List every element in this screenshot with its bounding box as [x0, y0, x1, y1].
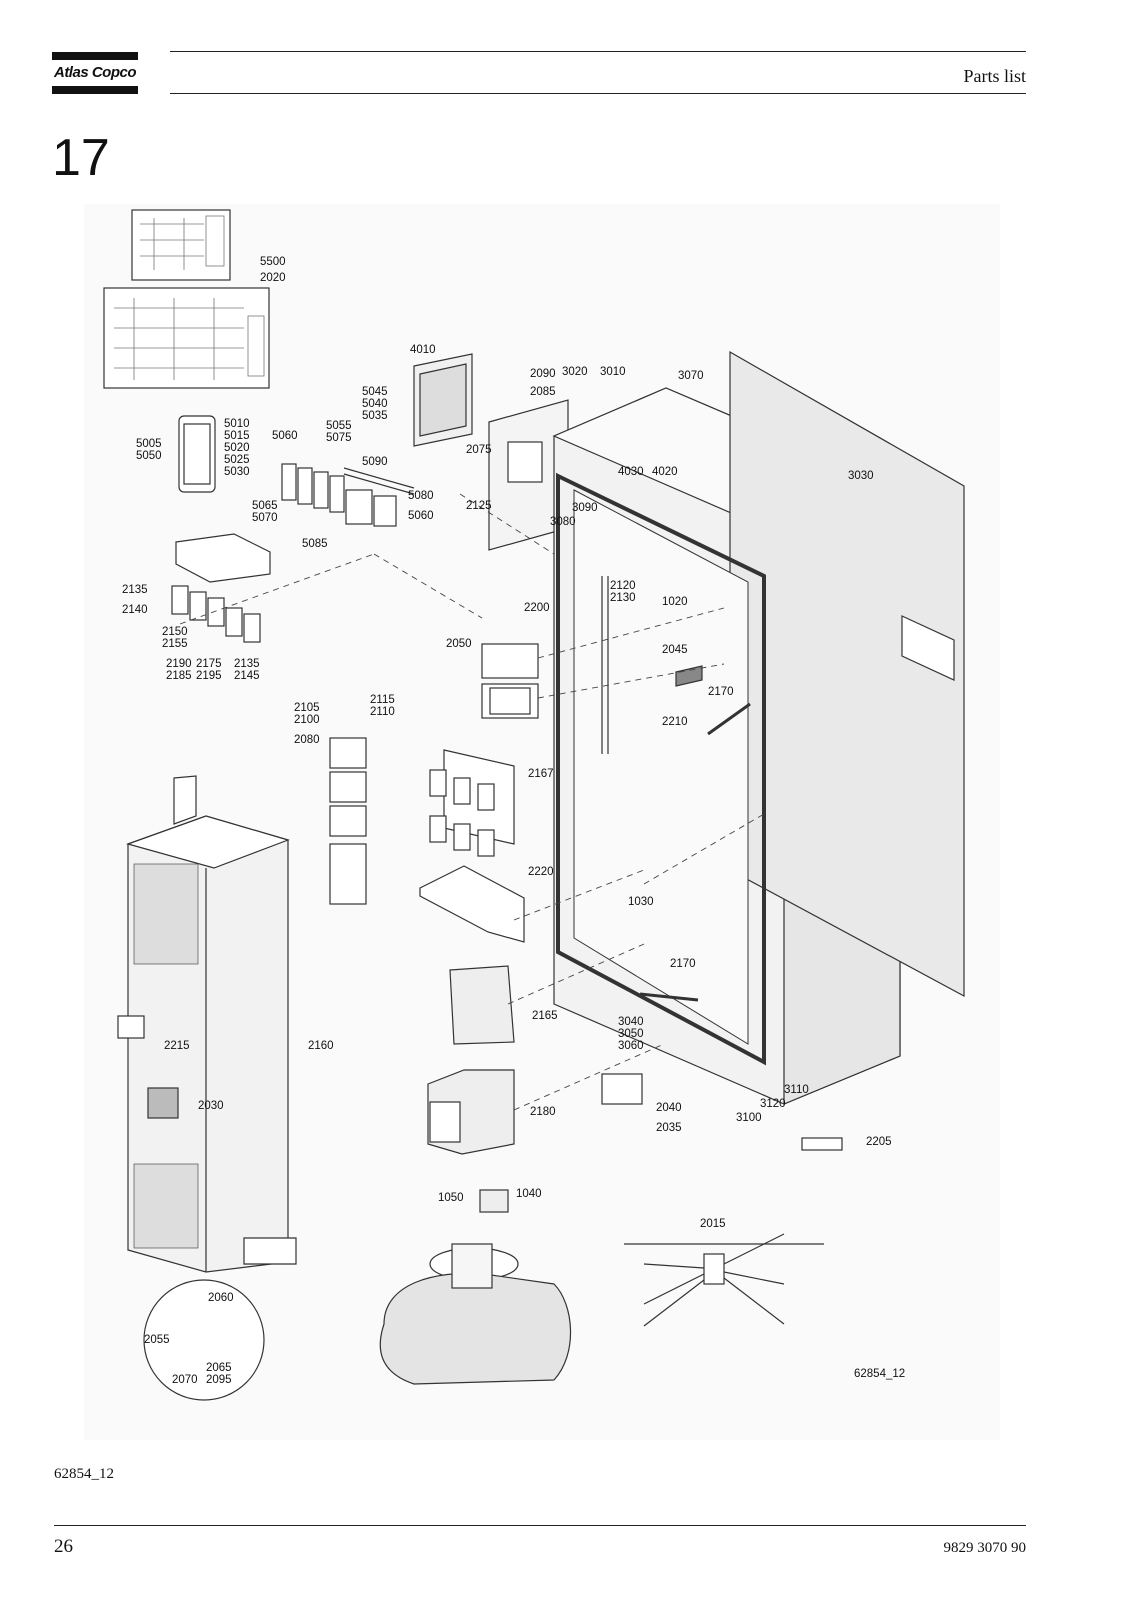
- callout-2125: 2125: [466, 500, 492, 512]
- callout-2175-2195: 2175 2195: [196, 658, 222, 682]
- callout-2030: 2030: [198, 1100, 224, 1112]
- callout-3100: 3100: [736, 1112, 762, 1124]
- callout-3020: 3020: [562, 366, 588, 378]
- callout-5060-top: 5060: [272, 430, 298, 442]
- callout-2180: 2180: [530, 1106, 556, 1118]
- section-title: Parts list: [963, 66, 1026, 86]
- callout-2150-2155: 2150 2155: [162, 626, 188, 650]
- callout-4020: 4020: [652, 466, 678, 478]
- callout-2140: 2140: [122, 604, 148, 616]
- callout-5090: 5090: [362, 456, 388, 468]
- callout-2200: 2200: [524, 602, 550, 614]
- brand-name: Atlas Copco: [53, 64, 137, 81]
- callout-2165: 2165: [532, 1010, 558, 1022]
- callout-5055-5075: 5055 5075: [326, 420, 352, 444]
- callout-5045-5040-5035: 5045 5040 5035: [362, 386, 388, 422]
- callout-2090: 2090: [530, 368, 556, 380]
- callout-2205: 2205: [866, 1136, 892, 1148]
- callout-2220: 2220: [528, 866, 554, 878]
- callout-2135-top: 2135: [122, 584, 148, 596]
- callout-5085: 5085: [302, 538, 328, 550]
- page-number: 26: [54, 1536, 73, 1557]
- callout-3010: 3010: [600, 366, 626, 378]
- figure-reference: 62854_12: [54, 1466, 114, 1482]
- document-number: 9829 3070 90: [943, 1540, 1027, 1556]
- callout-3070: 3070: [678, 370, 704, 382]
- callout-2080: 2080: [294, 734, 320, 746]
- callout-3110: 3110: [784, 1084, 809, 1096]
- callout-2055: 2055: [144, 1334, 170, 1346]
- callout-5060-bottom: 5060: [408, 510, 434, 522]
- callout-2120-2130: 2120 2130: [610, 580, 636, 604]
- callout-2015: 2015: [700, 1218, 726, 1230]
- callout-2215: 2215: [164, 1040, 190, 1052]
- callout-2060: 2060: [208, 1292, 234, 1304]
- callout-1030: 1030: [628, 896, 654, 908]
- callout-2105-2100: 2105 2100: [294, 702, 320, 726]
- callout-5005-5050: 5005 5050: [136, 438, 162, 462]
- figure-id-label: 62854_12: [854, 1368, 906, 1380]
- callout-1020: 1020: [662, 596, 688, 608]
- callout-2040: 2040: [656, 1102, 682, 1114]
- callout-2170-top: 2170: [708, 686, 734, 698]
- callout-2045: 2045: [662, 644, 688, 656]
- footer-rule: [54, 1525, 1026, 1526]
- callout-3090: 3090: [572, 502, 598, 514]
- exploded-parts-drawing: 5500 2020 4010 2090 3020 3010 3070 2085 …: [84, 204, 1000, 1440]
- header-rule-bottom: [170, 93, 1026, 94]
- callout-2085: 2085: [530, 386, 556, 398]
- callout-2020: 2020: [260, 272, 286, 284]
- callout-3040-3050-3060: 3040 3050 3060: [618, 1016, 644, 1052]
- callout-5080: 5080: [408, 490, 434, 502]
- callout-2167: 2167: [528, 768, 554, 780]
- callout-2035: 2035: [656, 1122, 682, 1134]
- callout-3080: 3080: [550, 516, 576, 528]
- callout-2050: 2050: [446, 638, 472, 650]
- chapter-number: 17: [52, 129, 110, 187]
- callout-2070: 2070: [172, 1374, 198, 1386]
- drawing-svg: [84, 204, 1000, 1440]
- callout-2065-2095: 2065 2095: [206, 1362, 232, 1386]
- callout-4010: 4010: [410, 344, 436, 356]
- callout-5065-5070: 5065 5070: [252, 500, 278, 524]
- callout-2210: 2210: [662, 716, 688, 728]
- header-rule-top: [170, 51, 1026, 52]
- callout-2115-2110: 2115 2110: [370, 694, 395, 718]
- callout-2160: 2160: [308, 1040, 334, 1052]
- callout-2170-bottom: 2170: [670, 958, 696, 970]
- callout-2135-2145: 2135 2145: [234, 658, 260, 682]
- atlas-copco-logo: Atlas Copco: [52, 52, 138, 94]
- callout-4030: 4030: [618, 466, 644, 478]
- callout-1040: 1040: [516, 1188, 542, 1200]
- callout-3120: 3120: [760, 1098, 786, 1110]
- callout-3030: 3030: [848, 470, 874, 482]
- callout-5010-5030: 5010 5015 5020 5025 5030: [224, 418, 250, 478]
- callout-2190-2185: 2190 2185: [166, 658, 192, 682]
- callout-5500: 5500: [260, 256, 286, 268]
- callout-1050: 1050: [438, 1192, 464, 1204]
- callout-2075: 2075: [466, 444, 492, 456]
